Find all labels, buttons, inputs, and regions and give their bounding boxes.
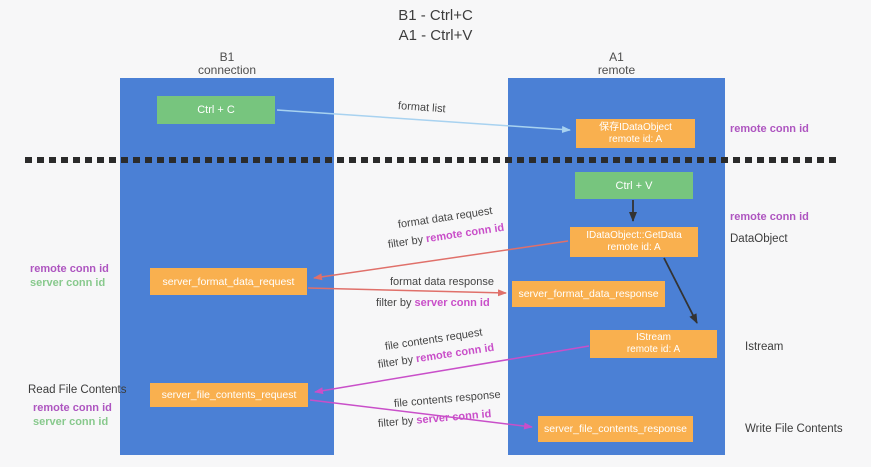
lane-header-b1: B1 connection — [120, 51, 334, 77]
node-server-file-contents-request-label: server_file_contents_request — [161, 389, 297, 401]
annotation-remote-conn-id-top: remote conn id — [730, 123, 809, 135]
annotation-read-file-contents: Read File Contents — [28, 384, 127, 396]
filter-prefix: filter by — [377, 353, 417, 371]
annotation-remote-conn-id-mid: remote conn id — [730, 211, 809, 223]
edge-label-file-contents-response: file contents response — [393, 388, 502, 410]
node-save-idataobject-line2: remote id: A — [608, 133, 663, 145]
lane-b1-role: connection — [197, 63, 257, 77]
node-ctrl-v: Ctrl + V — [575, 172, 693, 199]
edge-label-format-data-response-filter: filter by server conn id — [376, 297, 490, 309]
node-server-file-contents-response: server_file_contents_response — [538, 416, 693, 442]
lane-a1-name: A1 — [609, 50, 624, 64]
edge-label-file-contents-response-filter: filter by server conn id — [377, 408, 491, 430]
lane-header-a1: A1 remote — [508, 51, 725, 77]
node-server-file-contents-response-label: server_file_contents_response — [543, 423, 687, 435]
annotation-dataobject: DataObject — [730, 233, 788, 245]
node-istream-line2: remote id: A — [626, 344, 681, 355]
annotation-write-file-contents: Write File Contents — [745, 423, 843, 435]
edge-label-format-list: format list — [397, 100, 446, 116]
annotation-server-conn-id-left-2: server conn id — [33, 416, 109, 428]
edge-label-format-data-response: format data response — [390, 276, 494, 288]
annotation-server-conn-id-left-1: server conn id — [30, 277, 106, 289]
node-server-format-data-request-label: server_format_data_request — [162, 275, 295, 288]
filter-prefix: filter by — [376, 297, 415, 309]
filter-prefix: filter by — [387, 233, 427, 251]
lane-b1-name: B1 — [219, 50, 235, 64]
node-server-file-contents-request: server_file_contents_request — [150, 383, 308, 407]
annotation-remote-conn-id-left-1: remote conn id — [30, 263, 109, 275]
node-ctrl-v-label: Ctrl + V — [615, 179, 653, 192]
lane-a1-role: remote — [597, 63, 636, 77]
annotation-remote-conn-id-left-2: remote conn id — [33, 402, 112, 414]
node-save-idataobject-line1: 保存IDataObject — [599, 121, 672, 133]
node-server-format-data-response: server_format_data_response — [512, 281, 665, 307]
diagram-title: B1 - Ctrl+C A1 - Ctrl+V — [0, 6, 871, 46]
filter-prefix: filter by — [377, 414, 417, 430]
annotation-istream: Istream — [745, 341, 784, 353]
node-idataobject-getdata: IDataObject::GetData remote id: A — [570, 227, 698, 257]
title-line-2: A1 - Ctrl+V — [398, 27, 473, 44]
node-ctrl-c-label: Ctrl + C — [197, 104, 235, 116]
node-istream-line1: IStream — [635, 332, 671, 343]
node-server-format-data-request: server_format_data_request — [150, 268, 307, 295]
node-ctrl-c: Ctrl + C — [157, 96, 275, 124]
title-line-1: B1 - Ctrl+C — [398, 7, 473, 24]
node-istream: IStream remote id: A — [590, 330, 717, 358]
format-data-response-arrow — [307, 287, 507, 297]
node-getdata-line2: remote id: A — [607, 242, 661, 253]
dashed-separator — [25, 157, 840, 163]
filter-key-server-conn-id: server conn id — [414, 297, 490, 309]
node-getdata-line1: IDataObject::GetData — [586, 230, 682, 241]
node-save-idataobject: 保存IDataObject remote id: A — [576, 119, 695, 148]
filter-key-server-conn-id: server conn id — [415, 408, 492, 427]
node-server-format-data-response-label: server_format_data_response — [518, 288, 659, 300]
filter-key-remote-conn-id: remote conn id — [425, 221, 505, 246]
